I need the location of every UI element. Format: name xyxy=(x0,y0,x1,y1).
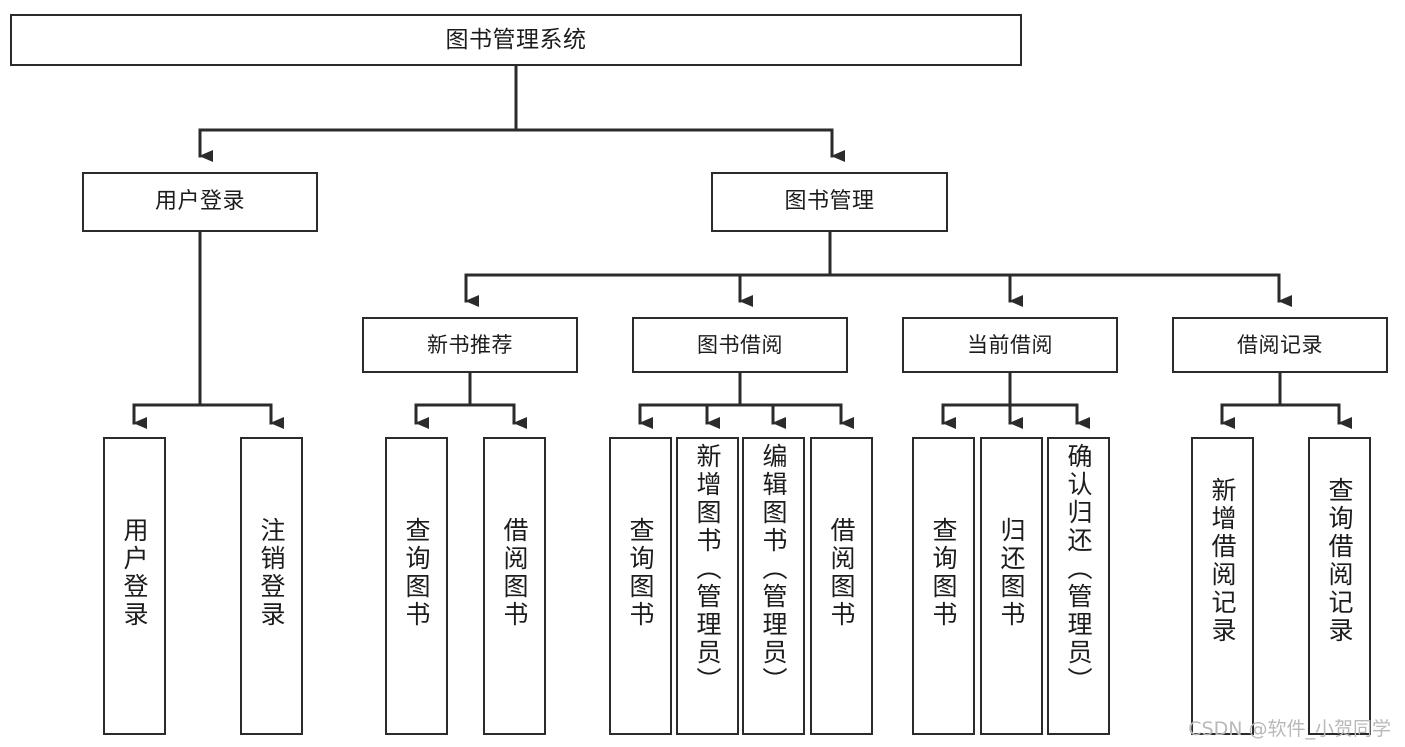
leaf-query-book-current-label: 查询图书 xyxy=(929,517,958,629)
node-user-login[interactable]: 用户登录 xyxy=(82,172,318,232)
leaf-query-book-new-label: 查询图书 xyxy=(402,517,431,629)
node-new-book-recommend[interactable]: 新书推荐 xyxy=(362,317,578,373)
leaf-query-borrow-record-label: 查询借阅记录 xyxy=(1325,477,1354,645)
leaf-query-book-new[interactable]: 查询图书 xyxy=(385,437,448,735)
leaf-user-login-label: 用户登录 xyxy=(120,517,149,629)
leaf-return-book[interactable]: 归还图书 xyxy=(980,437,1043,735)
leaf-user-login[interactable]: 用户登录 xyxy=(103,437,166,735)
leaf-edit-book-admin-label: 编辑图书（管理员） xyxy=(759,443,788,695)
node-current-borrow-label: 当前借阅 xyxy=(967,332,1053,357)
node-current-borrow[interactable]: 当前借阅 xyxy=(902,317,1118,373)
watermark: CSDN @软件_小贺同学 xyxy=(1188,718,1391,740)
leaf-borrow-book[interactable]: 借阅图书 xyxy=(810,437,873,735)
leaf-confirm-return-admin-label: 确认归还（管理员） xyxy=(1064,443,1093,695)
leaf-add-borrow-record-label: 新增借阅记录 xyxy=(1208,477,1237,645)
leaf-borrow-book-new[interactable]: 借阅图书 xyxy=(483,437,546,735)
leaf-return-book-label: 归还图书 xyxy=(997,517,1026,629)
leaf-query-book-current[interactable]: 查询图书 xyxy=(912,437,975,735)
leaf-add-borrow-record[interactable]: 新增借阅记录 xyxy=(1191,437,1254,735)
node-book-management-label: 图书管理 xyxy=(784,189,875,215)
leaf-borrow-book-new-label: 借阅图书 xyxy=(500,517,529,629)
leaf-borrow-book-label: 借阅图书 xyxy=(827,517,856,629)
leaf-query-book-borrow[interactable]: 查询图书 xyxy=(609,437,672,735)
node-root-label: 图书管理系统 xyxy=(445,26,587,53)
leaf-logout[interactable]: 注销登录 xyxy=(240,437,303,735)
leaf-query-book-borrow-label: 查询图书 xyxy=(626,517,655,629)
leaf-logout-label: 注销登录 xyxy=(257,517,286,629)
leaf-confirm-return-admin[interactable]: 确认归还（管理员） xyxy=(1047,437,1110,735)
node-new-book-recommend-label: 新书推荐 xyxy=(427,332,513,357)
leaf-add-book-admin-label: 新增图书（管理员） xyxy=(693,443,722,695)
node-book-borrow-label: 图书借阅 xyxy=(697,332,783,357)
node-borrow-record[interactable]: 借阅记录 xyxy=(1172,317,1388,373)
node-root[interactable]: 图书管理系统 xyxy=(10,14,1022,66)
node-user-login-label: 用户登录 xyxy=(154,189,245,215)
node-book-borrow[interactable]: 图书借阅 xyxy=(632,317,848,373)
leaf-edit-book-admin[interactable]: 编辑图书（管理员） xyxy=(742,437,805,735)
leaf-add-book-admin[interactable]: 新增图书（管理员） xyxy=(676,437,739,735)
node-book-management[interactable]: 图书管理 xyxy=(711,172,948,232)
node-borrow-record-label: 借阅记录 xyxy=(1237,332,1323,357)
leaf-query-borrow-record[interactable]: 查询借阅记录 xyxy=(1308,437,1371,735)
